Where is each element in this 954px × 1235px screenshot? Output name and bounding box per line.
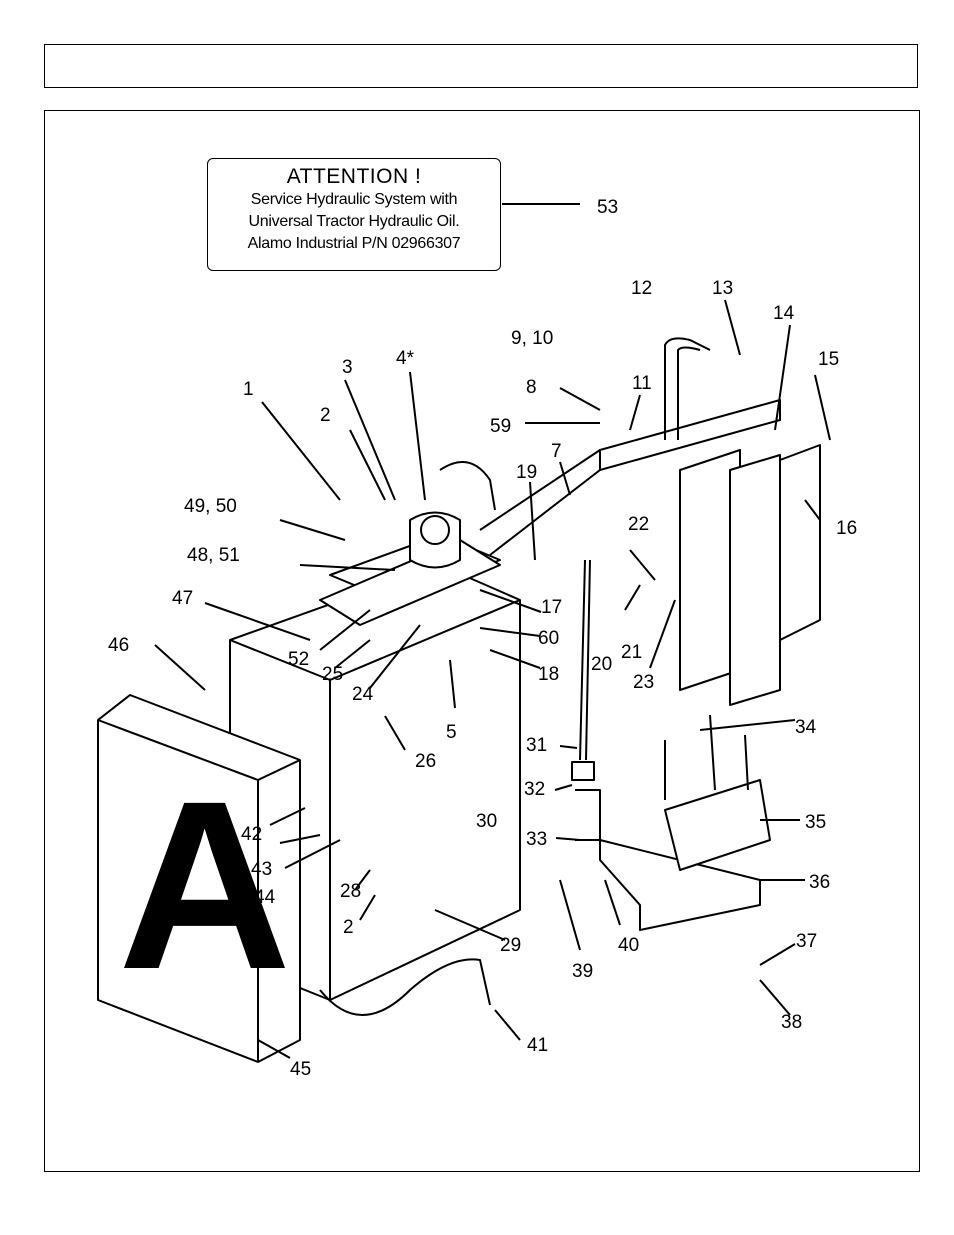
callout-2-bottom: 2: [343, 917, 354, 938]
callout-2-top: 2: [320, 405, 331, 426]
callout-8: 8: [526, 377, 537, 398]
callout-36: 36: [809, 872, 830, 893]
callout-5: 5: [446, 722, 457, 743]
callout-30: 30: [476, 811, 497, 832]
callout-17: 17: [541, 597, 562, 618]
callout-45: 45: [290, 1059, 311, 1080]
callout-15: 15: [818, 349, 839, 370]
header-box: [44, 44, 918, 88]
callout-53: 53: [597, 197, 618, 218]
notice-line-2: Universal Tractor Hydraulic Oil.: [248, 213, 460, 230]
callout-24: 24: [352, 684, 374, 705]
callout-23: 23: [633, 672, 654, 693]
callout-3: 3: [342, 357, 353, 378]
callout-44: 44: [254, 887, 276, 908]
callout-31: 31: [526, 735, 547, 756]
callout-42: 42: [241, 824, 262, 845]
callout-25: 25: [322, 664, 343, 685]
panel-letter: A: [118, 751, 291, 1019]
callout-19: 19: [516, 462, 537, 483]
callout-16: 16: [836, 518, 857, 539]
callout-34: 34: [795, 717, 817, 738]
callout-18: 18: [538, 664, 559, 685]
callout-21: 21: [621, 642, 642, 663]
callout-46: 46: [108, 635, 129, 656]
callout-60: 60: [538, 628, 559, 649]
callout-4-star: 4*: [396, 348, 415, 369]
callout-26: 26: [415, 751, 436, 772]
notice-line-1: Service Hydraulic System with: [250, 191, 458, 208]
diagram-frame: [44, 110, 920, 1172]
callout-14: 14: [773, 303, 795, 324]
notice-title: ATTENTION !: [286, 165, 422, 188]
callout-12: 12: [631, 278, 652, 299]
callout-28: 28: [340, 881, 361, 902]
callout-22: 22: [628, 514, 649, 535]
callout-29: 29: [500, 935, 521, 956]
callout-7: 7: [551, 441, 562, 462]
callout-48-51: 48, 51: [187, 545, 240, 566]
callout-39: 39: [572, 961, 593, 982]
attention-decal: ATTENTION ! Service Hydraulic System wit…: [207, 158, 501, 271]
callout-20: 20: [591, 654, 612, 675]
callout-43: 43: [251, 859, 272, 880]
callout-9-10: 9, 10: [511, 328, 553, 349]
callout-11: 11: [632, 373, 652, 394]
callout-37: 37: [796, 931, 817, 952]
callout-35: 35: [805, 812, 826, 833]
callout-38: 38: [781, 1012, 802, 1033]
callout-41: 41: [527, 1035, 548, 1056]
callout-47: 47: [172, 588, 193, 609]
callout-49-50: 49, 50: [184, 496, 237, 517]
callout-59: 59: [490, 416, 511, 437]
callout-13: 13: [712, 278, 733, 299]
callout-52: 52: [288, 649, 309, 670]
callout-1: 1: [243, 379, 254, 400]
callout-40: 40: [618, 935, 639, 956]
callout-32: 32: [524, 779, 545, 800]
notice-line-3: Alamo Industrial P/N 02966307: [247, 235, 461, 252]
callout-33: 33: [526, 829, 547, 850]
